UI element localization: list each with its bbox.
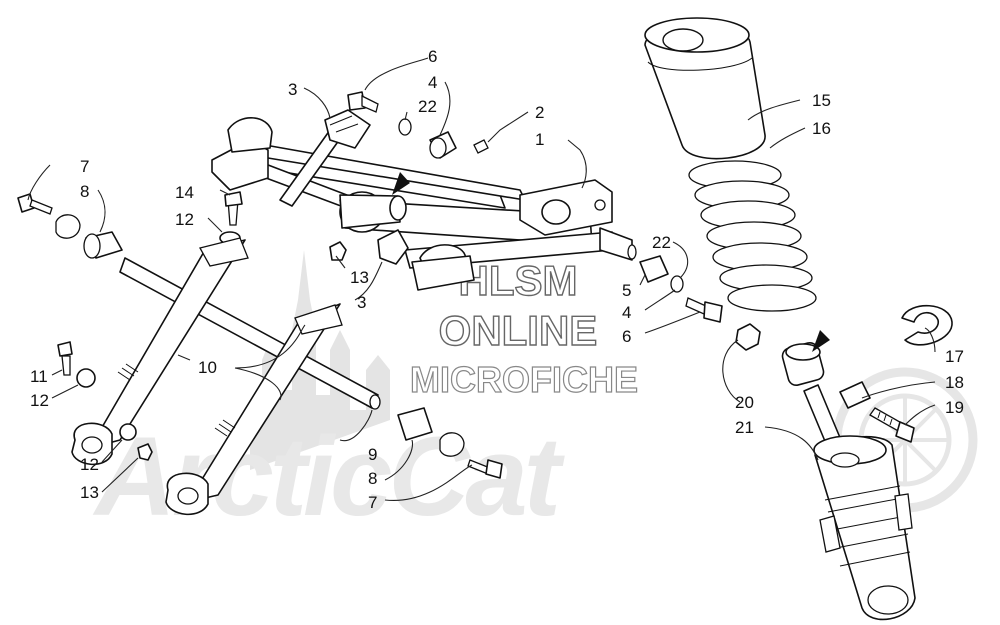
watermark-line3: MICROFICHE <box>410 359 638 400</box>
callout-8-upper: 8 <box>80 182 89 201</box>
callout-12-lower: 12 <box>80 455 99 474</box>
callout-labels: 1 2 3 3 4 4 5 6 6 7 7 8 8 9 10 11 12 12 … <box>30 47 964 512</box>
part-17-clip <box>901 304 953 346</box>
pointer-arrow-center <box>392 172 410 195</box>
callout-17: 17 <box>945 347 964 366</box>
callout-16: 16 <box>812 119 831 138</box>
part-3-lower <box>377 229 409 265</box>
callout-14: 14 <box>175 183 194 202</box>
callout-4-lower: 4 <box>622 303 631 322</box>
callout-18: 18 <box>945 373 964 392</box>
callout-3-upper: 3 <box>288 80 297 99</box>
part-3-upper <box>324 109 371 149</box>
leader-lines <box>27 57 936 501</box>
callout-3-lower: 3 <box>357 293 366 312</box>
shock-absorber <box>644 17 953 621</box>
callout-19: 19 <box>945 398 964 417</box>
callout-20: 20 <box>735 393 754 412</box>
callout-8-lower: 8 <box>368 469 377 488</box>
callout-13-lower: 13 <box>80 483 99 502</box>
watermark-line1: HLSM <box>459 257 578 304</box>
watermark-line2: ONLINE <box>439 307 598 354</box>
callout-12-center: 12 <box>175 210 194 229</box>
callout-7-lower: 7 <box>368 493 377 512</box>
callout-13-center: 13 <box>350 268 369 287</box>
callout-22-lower: 22 <box>652 233 671 252</box>
callout-7-upper: 7 <box>80 157 89 176</box>
callout-9: 9 <box>368 445 377 464</box>
watermark-skyline <box>250 250 390 470</box>
callout-15: 15 <box>812 91 831 110</box>
callout-12-left: 12 <box>30 391 49 410</box>
callout-11: 11 <box>30 367 48 386</box>
callout-22-upper: 22 <box>418 97 437 116</box>
callout-5: 5 <box>622 281 631 300</box>
callout-10: 10 <box>198 358 217 377</box>
callout-4-upper: 4 <box>428 73 437 92</box>
rear-arms <box>17 193 503 516</box>
callout-6-lower: 6 <box>622 327 631 346</box>
spring-coils <box>688 160 817 312</box>
callout-21: 21 <box>735 418 754 437</box>
callout-2: 2 <box>535 103 544 122</box>
pointer-arrow-right <box>812 330 830 352</box>
callout-1: 1 <box>535 130 544 149</box>
arm-assembly <box>211 91 723 323</box>
callout-6-upper: 6 <box>428 47 437 66</box>
